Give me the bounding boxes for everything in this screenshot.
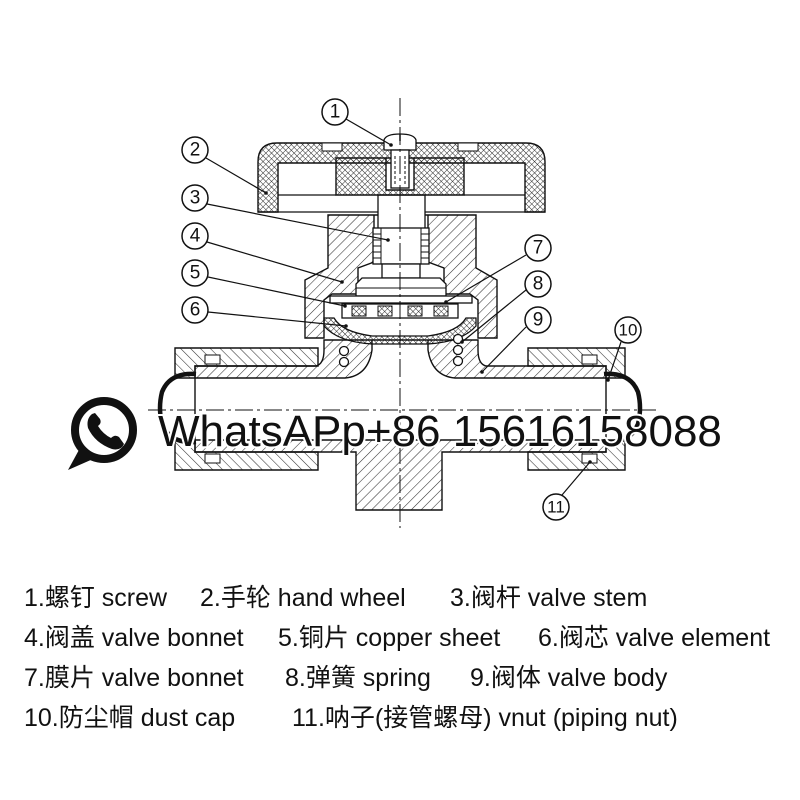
callout-circle xyxy=(181,222,209,250)
callout-number: 5 xyxy=(190,263,201,284)
leader-dot xyxy=(480,370,484,374)
callouts: 1 2 3 4 5 6 xyxy=(181,98,642,521)
legend-item-hand-wheel: 2.手轮 hand wheel xyxy=(200,584,406,612)
hand-wheel-step xyxy=(321,142,343,152)
piping-nut-right-upper xyxy=(527,347,626,379)
legend-item-diaphragm: 7.膜片 valve bonnet xyxy=(24,664,244,692)
legend-item-valve-bonnet: 4.阀盖 valve bonnet xyxy=(24,624,244,652)
stem-shaft xyxy=(377,194,426,230)
stem-collar xyxy=(355,277,447,297)
leader-line xyxy=(207,276,346,307)
callout-8: 8 xyxy=(460,270,552,344)
valve-element-insert xyxy=(407,305,423,317)
callout-number: 6 xyxy=(190,300,201,321)
dust-cap-right xyxy=(603,371,643,445)
valve-element-insert xyxy=(351,305,367,317)
stem-neck xyxy=(381,263,421,279)
nut-thread-gap xyxy=(204,354,221,365)
leader-line xyxy=(206,203,389,241)
hand-wheel-lines xyxy=(258,194,545,213)
callout-number: 8 xyxy=(533,274,544,295)
nut-thread-gap xyxy=(581,354,598,365)
spring-coil xyxy=(338,345,350,357)
whatsapp-icon xyxy=(66,392,142,470)
callout-number: 3 xyxy=(190,188,201,209)
callout-circle xyxy=(614,316,642,344)
callout-5: 5 xyxy=(181,259,347,308)
callout-circle xyxy=(524,270,552,298)
leader-dot xyxy=(444,300,448,304)
callout-circle xyxy=(181,296,209,324)
callout-circle xyxy=(524,306,552,334)
leader-line xyxy=(607,341,622,381)
leader-dot xyxy=(344,324,348,328)
callout-number: 9 xyxy=(533,310,544,331)
legend-item-valve-body: 9.阀体 valve body xyxy=(470,664,668,692)
callout-circle xyxy=(181,259,209,287)
legend-item-valve-stem: 3.阀杆 valve stem xyxy=(450,584,648,612)
leader-dot xyxy=(606,378,610,382)
callout-3: 3 xyxy=(181,184,390,242)
legend-item-spring: 8.弹簧 spring xyxy=(285,664,431,692)
callout-number: 1 xyxy=(330,102,341,123)
leader-dot xyxy=(386,238,390,242)
legend-item-copper-sheet: 5.铜片 copper sheet xyxy=(278,624,501,652)
callout-circle xyxy=(321,98,349,126)
spring-coil xyxy=(338,356,350,368)
leader-line xyxy=(205,157,267,194)
leader-line xyxy=(445,254,527,303)
callout-number: 2 xyxy=(190,140,201,161)
hand-wheel-step xyxy=(457,142,479,152)
callout-11: 11 xyxy=(542,460,592,521)
callout-6: 6 xyxy=(181,296,348,328)
callout-number: 4 xyxy=(190,226,201,247)
leader-dot xyxy=(389,143,393,147)
legend-item-piping-nut: 11.呐子(接管螺母) vnut (piping nut) xyxy=(292,704,678,732)
callout-2: 2 xyxy=(181,136,268,195)
callout-circle xyxy=(181,136,209,164)
spring xyxy=(338,333,464,368)
leader-line xyxy=(561,461,591,496)
callout-number: 11 xyxy=(547,498,565,517)
leader-line xyxy=(461,289,527,343)
callout-circle xyxy=(181,184,209,212)
stem-thread-marks xyxy=(373,228,429,264)
callout-4: 4 xyxy=(181,222,344,284)
valve-element-insert xyxy=(433,305,449,317)
callout-number: 10 xyxy=(619,321,638,340)
callout-7: 7 xyxy=(444,234,552,304)
leader-dot xyxy=(264,191,268,195)
copper-sheet xyxy=(329,295,473,304)
callout-10: 10 xyxy=(606,316,642,382)
spring-coil xyxy=(452,355,464,367)
spring-coil xyxy=(452,344,464,356)
leader-dot xyxy=(340,280,344,284)
diaphragm xyxy=(323,317,477,345)
dust-cap-left xyxy=(157,371,197,445)
leader-line xyxy=(481,326,527,373)
leader-dot xyxy=(343,304,347,308)
legend-item-valve-element: 6.阀芯 valve element xyxy=(538,624,771,652)
leader-dot xyxy=(460,340,464,344)
leader-dot xyxy=(588,460,592,464)
callout-number: 7 xyxy=(533,238,544,259)
leader-line xyxy=(345,118,392,146)
leader-line xyxy=(207,311,347,327)
nut-thread-gap xyxy=(204,453,221,464)
legend-item-dust-cap: 10.防尘帽 dust cap xyxy=(24,704,236,732)
callout-circle xyxy=(524,234,552,262)
watermark-text: WhatsAPp+86 15616158088 xyxy=(158,407,722,456)
piping-nut-right xyxy=(527,347,626,471)
watermark: WhatsAPp+86 15616158088 xyxy=(66,392,724,470)
stem-thread xyxy=(372,227,430,265)
screw-thread xyxy=(394,156,406,186)
callout-9: 9 xyxy=(480,306,552,374)
spring-coil xyxy=(452,333,464,345)
callout-1: 1 xyxy=(321,98,393,147)
legend-item-screw: 1.螺钉 screw xyxy=(24,584,168,612)
leader-line xyxy=(206,241,343,283)
callout-circle xyxy=(542,493,570,521)
valve-element-insert xyxy=(377,305,393,317)
